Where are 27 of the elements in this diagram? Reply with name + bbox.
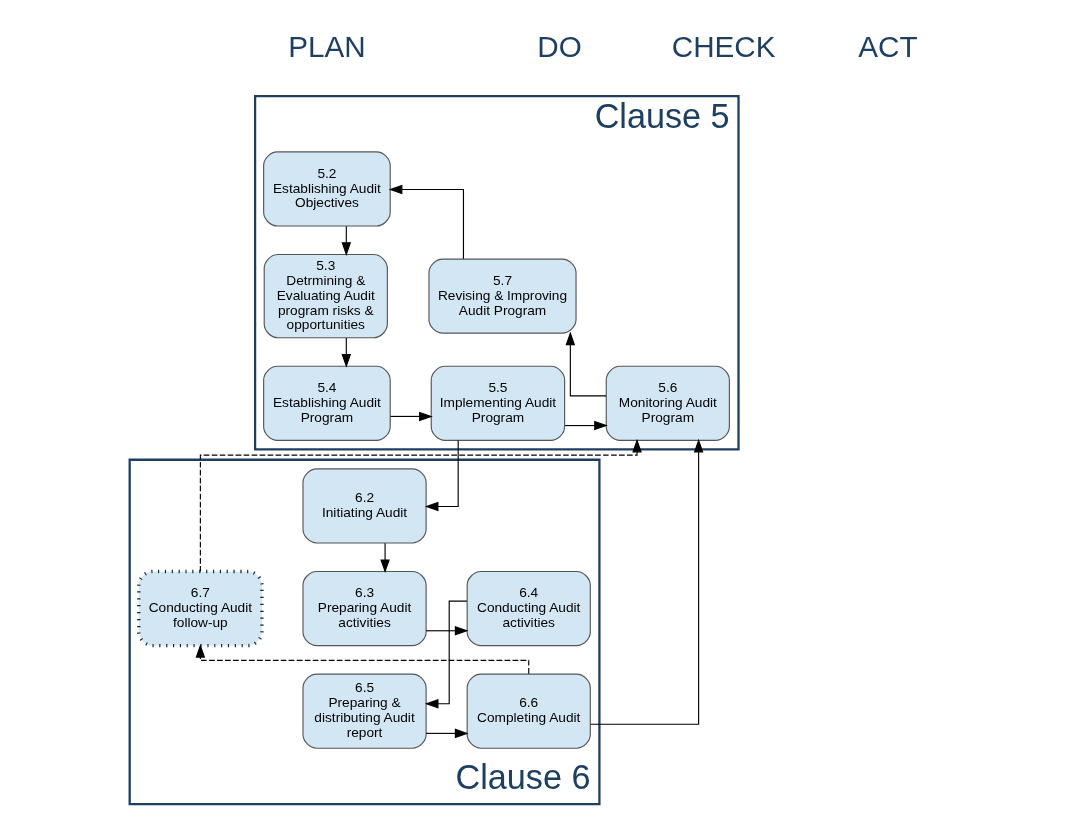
arrow [424, 600, 467, 709]
arrow [199, 438, 642, 572]
node-box: 5.7 Revising & Improving Audit Program [427, 258, 577, 334]
arrow [389, 411, 433, 422]
arrow [589, 438, 703, 725]
label: CHECK [671, 30, 776, 64]
node-box: 6.6 Completing Audit [466, 673, 591, 749]
node-box: 5.6 Monitoring Audit Program [605, 365, 730, 441]
arrow [424, 440, 459, 512]
node-box: 5.2 Establishing Audit Objectives [262, 151, 391, 227]
label: PLAN [287, 30, 366, 64]
arrow [425, 728, 468, 739]
node-box: 6.4 Conducting Audit activities [466, 570, 591, 647]
node-box: 6.7 Conducting Audit follow-up [136, 569, 264, 648]
node-box: 5.4 Establishing Audit Program [262, 365, 391, 441]
node-box: 5.3 Detrmining & Evaluating Audit program risks & opportunities [263, 253, 388, 339]
arrow [379, 542, 390, 574]
arrow [564, 420, 608, 431]
node-box: 6.3 Preparing Audit activities [301, 570, 427, 647]
arrow [388, 184, 464, 260]
label: DO [536, 30, 582, 64]
label: ACT [857, 30, 917, 64]
node-box: 5.5 Implementing Audit Program [430, 365, 565, 441]
node-box: 6.2 Initiating Audit [301, 468, 427, 544]
arrow [425, 625, 468, 636]
arrow [565, 331, 607, 397]
node-box: 6.5 Preparing & distributing Audit report [301, 673, 427, 749]
